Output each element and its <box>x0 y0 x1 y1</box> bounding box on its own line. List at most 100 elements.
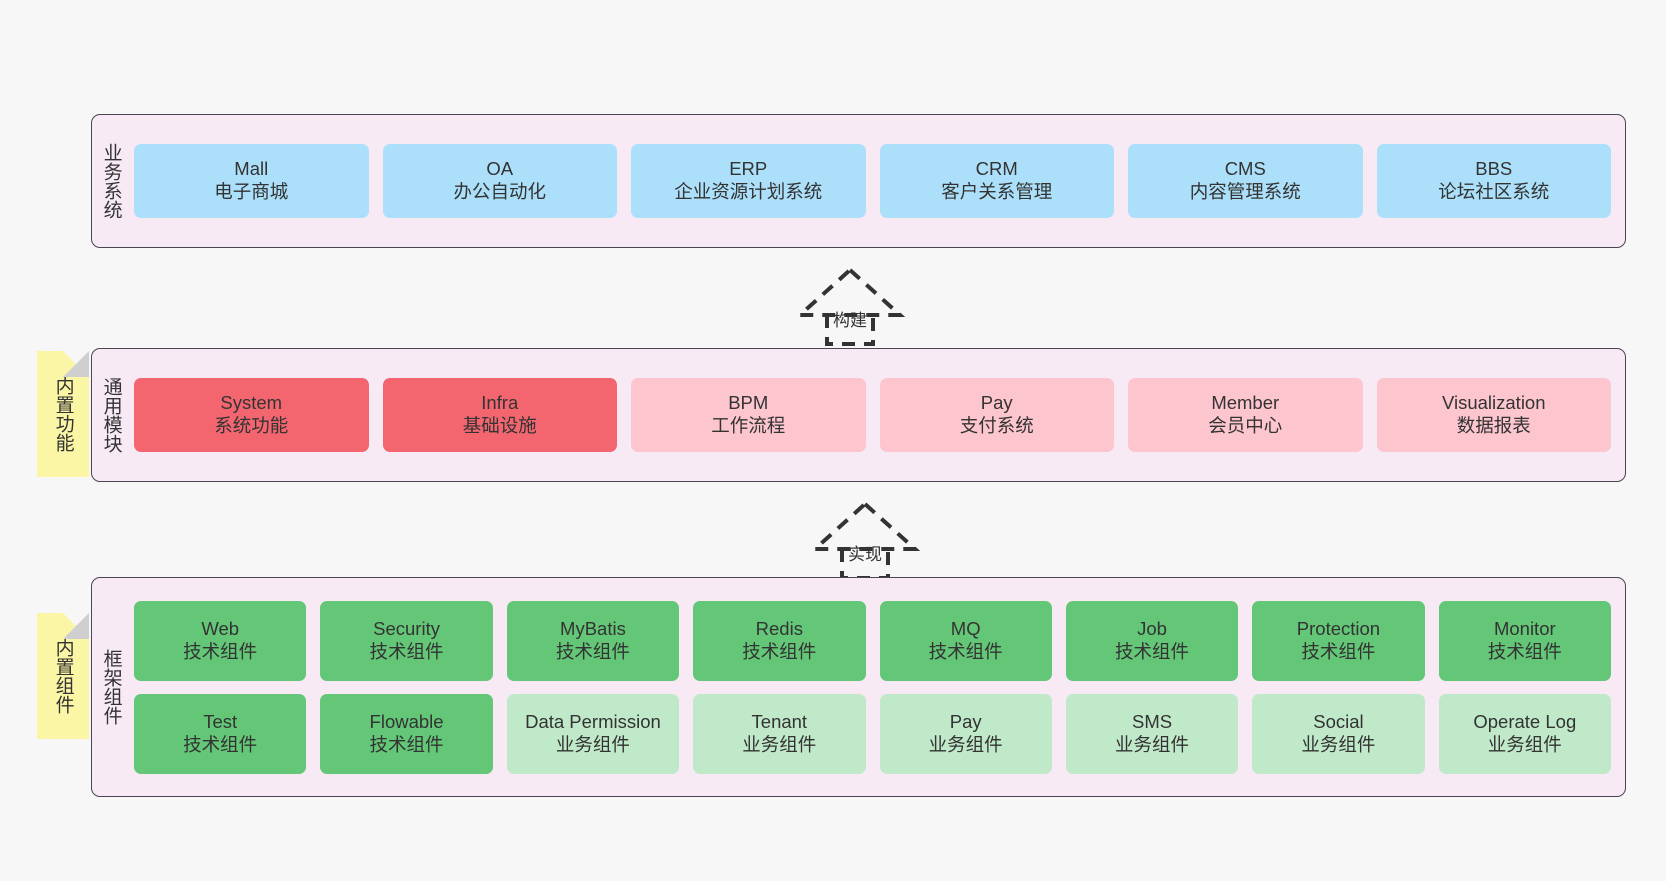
section-framework-components: 框架组件 Web 技术组件 Security 技术组件 MyBatis 技术组件… <box>91 577 1626 797</box>
card-title: ERP <box>729 158 768 180</box>
card-title: System <box>220 392 283 414</box>
card-operate-log[interactable]: Operate Log 业务组件 <box>1438 693 1611 774</box>
card-subtitle: 业务组件 <box>1301 733 1376 755</box>
card-test[interactable]: Test 技术组件 <box>134 693 307 774</box>
note-label: 内置功能 <box>52 376 74 452</box>
card-row: System 系统功能 Infra 基础设施 BPM 工作流程 Pay 支付系统… <box>134 378 1611 452</box>
card-title: Operate Log <box>1473 710 1577 732</box>
section-caption-common-modules: 通用模块 <box>100 377 122 453</box>
card-subtitle: 数据报表 <box>1456 415 1531 436</box>
card-member[interactable]: Member 会员中心 <box>1128 378 1363 452</box>
card-mq[interactable]: MQ 技术组件 <box>879 600 1052 681</box>
card-sms[interactable]: SMS 业务组件 <box>1065 693 1239 774</box>
card-subtitle: 技术组件 <box>183 640 258 662</box>
note-fold-icon <box>63 351 89 377</box>
card-subtitle: 业务组件 <box>928 733 1003 755</box>
card-subtitle: 基础设施 <box>462 415 537 436</box>
card-subtitle: 技术组件 <box>555 640 630 662</box>
card-cms[interactable]: CMS 内容管理系统 <box>1128 144 1363 218</box>
section-body-framework-components: Web 技术组件 Security 技术组件 MyBatis 技术组件 Redi… <box>130 578 1625 796</box>
card-subtitle: 企业资源计划系统 <box>674 181 823 202</box>
card-subtitle: 会员中心 <box>1208 415 1283 436</box>
card-web[interactable]: Web 技术组件 <box>134 600 307 681</box>
card-subtitle: 系统功能 <box>214 415 289 436</box>
card-subtitle: 业务组件 <box>555 733 630 755</box>
card-subtitle: 论坛社区系统 <box>1438 181 1550 202</box>
card-title: Pay <box>949 710 982 732</box>
note-fold-icon <box>63 613 89 639</box>
connector-build-glyph <box>794 267 906 346</box>
card-job[interactable]: Job 技术组件 <box>1065 600 1239 681</box>
card-subtitle: 技术组件 <box>1115 640 1190 662</box>
card-title: Web <box>201 617 240 639</box>
card-infra[interactable]: Infra 基础设施 <box>382 378 617 452</box>
card-pay-module[interactable]: Pay 支付系统 <box>879 378 1114 452</box>
card-title: OA <box>486 158 514 180</box>
card-subtitle: 技术组件 <box>928 640 1003 662</box>
card-subtitle: 技术组件 <box>1487 640 1562 662</box>
card-subtitle: 技术组件 <box>369 733 444 755</box>
card-title: CRM <box>975 158 1018 180</box>
card-system[interactable]: System 系统功能 <box>134 378 369 452</box>
card-data-permission[interactable]: Data Permission 业务组件 <box>506 693 680 774</box>
card-title: Member <box>1211 392 1280 414</box>
note-builtin-components: 内置组件 <box>37 613 89 739</box>
card-erp[interactable]: ERP 企业资源计划系统 <box>631 144 866 218</box>
note-builtin-features: 内置功能 <box>37 351 89 477</box>
card-subtitle: 支付系统 <box>959 415 1034 436</box>
card-title: SMS <box>1132 710 1173 732</box>
card-subtitle: 技术组件 <box>369 640 444 662</box>
card-subtitle: 电子商城 <box>214 181 289 202</box>
card-social[interactable]: Social 业务组件 <box>1252 693 1425 774</box>
section-caption-business-systems: 业务系统 <box>100 143 122 219</box>
card-title: Protection <box>1296 617 1381 639</box>
card-redis[interactable]: Redis 技术组件 <box>693 600 866 681</box>
card-flowable[interactable]: Flowable 技术组件 <box>320 693 493 774</box>
card-bpm[interactable]: BPM 工作流程 <box>631 378 866 452</box>
card-subtitle: 技术组件 <box>1301 640 1376 662</box>
card-visualization[interactable]: Visualization 数据报表 <box>1376 378 1611 452</box>
card-title: Security <box>373 617 440 639</box>
card-title: Job <box>1137 617 1167 639</box>
section-body-business-systems: Mall 电子商城 OA 办公自动化 ERP 企业资源计划系统 CRM 客户关系… <box>130 115 1625 247</box>
card-title: Social <box>1313 710 1364 732</box>
card-title: Redis <box>755 617 803 639</box>
card-title: Pay <box>980 392 1013 414</box>
card-subtitle: 客户关系管理 <box>941 181 1053 202</box>
card-subtitle: 业务组件 <box>1115 733 1190 755</box>
card-mall[interactable]: Mall 电子商城 <box>134 144 369 218</box>
card-subtitle: 业务组件 <box>742 733 817 755</box>
section-body-common-modules: System 系统功能 Infra 基础设施 BPM 工作流程 Pay 支付系统… <box>130 349 1625 481</box>
card-subtitle: 业务组件 <box>1487 733 1562 755</box>
card-row: Mall 电子商城 OA 办公自动化 ERP 企业资源计划系统 CRM 客户关系… <box>134 144 1611 218</box>
card-title: BBS <box>1475 158 1513 180</box>
card-title: MQ <box>950 617 981 639</box>
card-title: Flowable <box>369 710 444 732</box>
card-subtitle: 技术组件 <box>183 733 258 755</box>
note-label: 内置组件 <box>52 638 74 714</box>
section-business-systems: 业务系统 Mall 电子商城 OA 办公自动化 ERP 企业资源计划系统 CRM… <box>91 114 1626 248</box>
card-protection[interactable]: Protection 技术组件 <box>1252 600 1425 681</box>
card-security[interactable]: Security 技术组件 <box>320 600 493 681</box>
card-title: BPM <box>728 392 769 414</box>
card-oa[interactable]: OA 办公自动化 <box>382 144 617 218</box>
card-title: Infra <box>481 392 519 414</box>
card-title: Mall <box>234 158 269 180</box>
card-title: Visualization <box>1441 392 1546 414</box>
card-title: Tenant <box>751 710 808 732</box>
card-pay-component[interactable]: Pay 业务组件 <box>879 693 1052 774</box>
card-subtitle: 内容管理系统 <box>1189 181 1301 202</box>
card-monitor[interactable]: Monitor 技术组件 <box>1438 600 1611 681</box>
card-row: Test 技术组件 Flowable 技术组件 Data Permission … <box>134 693 1611 774</box>
card-bbs[interactable]: BBS 论坛社区系统 <box>1376 144 1611 218</box>
card-crm[interactable]: CRM 客户关系管理 <box>879 144 1114 218</box>
card-title: Monitor <box>1493 617 1556 639</box>
card-subtitle: 技术组件 <box>742 640 817 662</box>
card-mybatis[interactable]: MyBatis 技术组件 <box>506 600 680 681</box>
card-tenant[interactable]: Tenant 业务组件 <box>693 693 866 774</box>
connector-implement: 实现 <box>770 496 960 582</box>
card-title: CMS <box>1224 158 1266 180</box>
card-subtitle: 工作流程 <box>711 415 786 436</box>
connector-build: 构建 <box>755 262 945 348</box>
